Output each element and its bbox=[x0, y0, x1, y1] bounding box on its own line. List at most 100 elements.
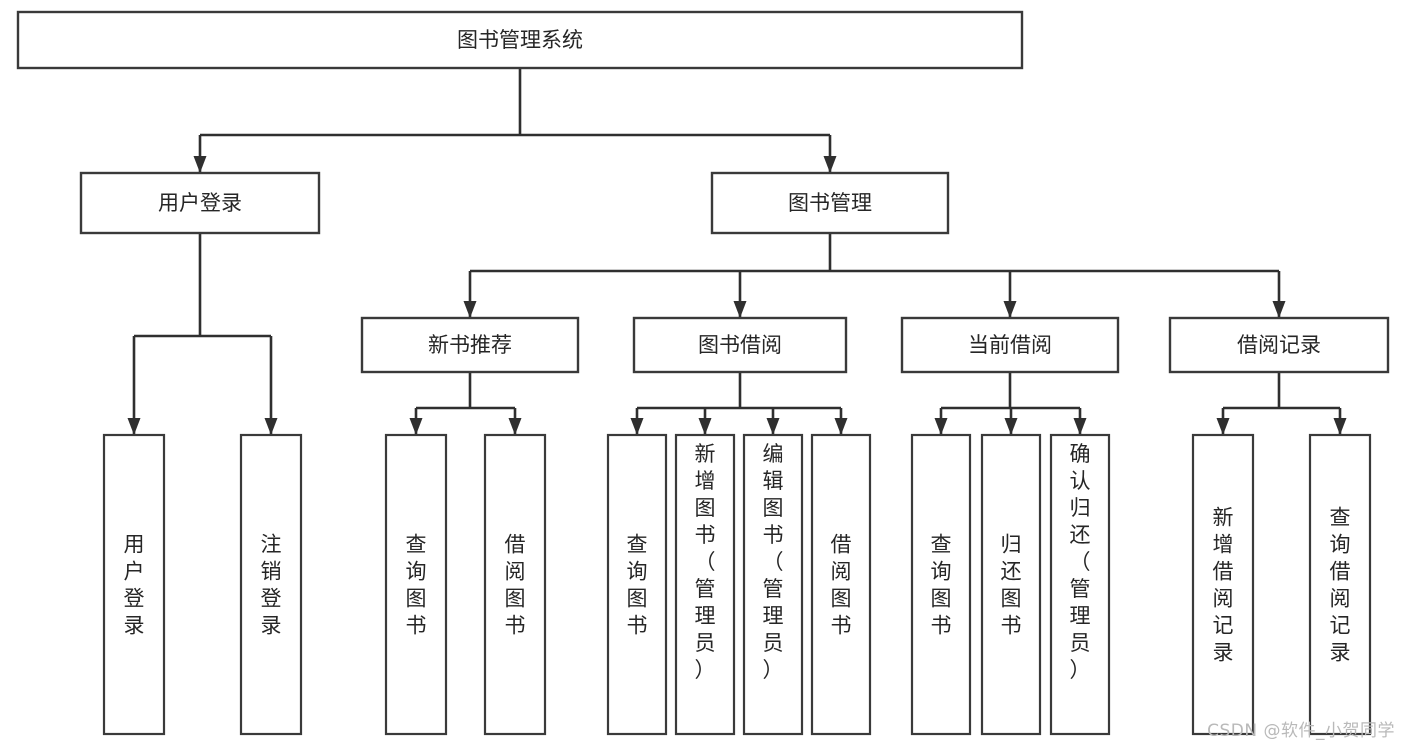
node-box[interactable] bbox=[980, 433, 1042, 736]
node-level2[interactable]: 当前借阅 bbox=[900, 316, 1120, 374]
node-box[interactable] bbox=[674, 433, 736, 736]
arrow-head-icon bbox=[409, 418, 423, 435]
node-label: 当前借阅 bbox=[968, 333, 1052, 357]
arrow-head-icon bbox=[264, 418, 278, 435]
arrow-head-icon bbox=[934, 418, 948, 435]
svg-text:销: 销 bbox=[261, 560, 282, 584]
node-leaf[interactable]: 用户登录 bbox=[102, 433, 166, 736]
node-box[interactable] bbox=[360, 316, 580, 374]
node-box[interactable] bbox=[384, 433, 448, 736]
svg-text:还: 还 bbox=[1001, 560, 1022, 584]
svg-text:图: 图 bbox=[931, 587, 952, 611]
svg-text:录: 录 bbox=[1330, 641, 1351, 665]
arrow-head-icon bbox=[698, 418, 712, 435]
svg-text:图: 图 bbox=[695, 496, 716, 520]
arrow-head-icon bbox=[766, 418, 780, 435]
svg-text:新: 新 bbox=[1213, 506, 1234, 530]
node-layer: 图书管理系统用户登录图书管理新书推荐图书借阅当前借阅借阅记录用户登录注销登录查询… bbox=[16, 10, 1390, 736]
node-box[interactable] bbox=[239, 433, 303, 736]
connector-root-to-level1 bbox=[193, 68, 837, 173]
svg-text:借: 借 bbox=[831, 533, 852, 557]
node-box[interactable] bbox=[1168, 316, 1390, 374]
svg-text:阅: 阅 bbox=[1213, 587, 1234, 611]
node-label: 图书借阅 bbox=[698, 333, 782, 357]
node-box[interactable] bbox=[606, 433, 668, 736]
node-label: 图书管理 bbox=[788, 191, 872, 215]
watermark: CSDN @软件_小贺同学 bbox=[1207, 721, 1395, 741]
svg-text:图: 图 bbox=[627, 587, 648, 611]
node-root[interactable]: 图书管理系统 bbox=[16, 10, 1024, 70]
node-level2[interactable]: 新书推荐 bbox=[360, 316, 580, 374]
arrow-head-icon bbox=[1216, 418, 1230, 435]
connector-book-manage-to-level2 bbox=[463, 233, 1286, 318]
svg-text:借: 借 bbox=[1213, 560, 1234, 584]
svg-text:记: 记 bbox=[1213, 614, 1234, 638]
node-box[interactable] bbox=[102, 433, 166, 736]
svg-text:确: 确 bbox=[1070, 442, 1091, 466]
svg-text:书: 书 bbox=[831, 614, 852, 638]
svg-text:查: 查 bbox=[627, 533, 648, 557]
node-box[interactable] bbox=[1308, 433, 1372, 736]
svg-text:管: 管 bbox=[695, 577, 716, 601]
node-box[interactable] bbox=[810, 433, 872, 736]
node-box[interactable] bbox=[483, 433, 547, 736]
node-label: 用户登录 bbox=[124, 533, 145, 638]
svg-text:登: 登 bbox=[261, 587, 282, 611]
svg-text:图: 图 bbox=[831, 587, 852, 611]
node-level1[interactable]: 图书管理 bbox=[710, 171, 950, 235]
svg-text:户: 户 bbox=[124, 560, 145, 584]
svg-text:书: 书 bbox=[931, 614, 952, 638]
arrow-head-icon bbox=[1073, 418, 1087, 435]
node-box[interactable] bbox=[900, 316, 1120, 374]
connector-record-to-leaves bbox=[1216, 372, 1347, 435]
node-box[interactable] bbox=[742, 433, 804, 736]
node-level1[interactable]: 用户登录 bbox=[79, 171, 321, 235]
svg-text:（: （ bbox=[763, 550, 784, 574]
node-box[interactable] bbox=[79, 171, 321, 235]
node-level2[interactable]: 图书借阅 bbox=[632, 316, 848, 374]
node-box[interactable] bbox=[1049, 433, 1111, 736]
svg-text:理: 理 bbox=[1070, 604, 1091, 628]
arrow-head-icon bbox=[127, 418, 141, 435]
node-box[interactable] bbox=[710, 171, 950, 235]
svg-text:书: 书 bbox=[1001, 614, 1022, 638]
connector-current-to-leaves bbox=[934, 372, 1087, 435]
node-label: 图书管理系统 bbox=[457, 28, 583, 52]
svg-text:登: 登 bbox=[124, 587, 145, 611]
node-box[interactable] bbox=[910, 433, 972, 736]
svg-text:查: 查 bbox=[406, 533, 427, 557]
node-label: 用户登录 bbox=[158, 191, 242, 215]
svg-text:阅: 阅 bbox=[1330, 587, 1351, 611]
svg-text:用: 用 bbox=[124, 533, 145, 557]
svg-text:书: 书 bbox=[505, 614, 526, 638]
svg-text:管: 管 bbox=[1070, 577, 1091, 601]
connector-borrow-to-leaves bbox=[630, 372, 848, 435]
node-level2[interactable]: 借阅记录 bbox=[1168, 316, 1390, 374]
svg-text:管: 管 bbox=[763, 577, 784, 601]
svg-text:录: 录 bbox=[261, 614, 282, 638]
svg-text:编: 编 bbox=[763, 442, 784, 466]
svg-text:理: 理 bbox=[695, 604, 716, 628]
node-box[interactable] bbox=[632, 316, 848, 374]
node-box[interactable] bbox=[1191, 433, 1255, 736]
node-box[interactable] bbox=[16, 10, 1024, 70]
svg-text:注: 注 bbox=[261, 533, 282, 557]
